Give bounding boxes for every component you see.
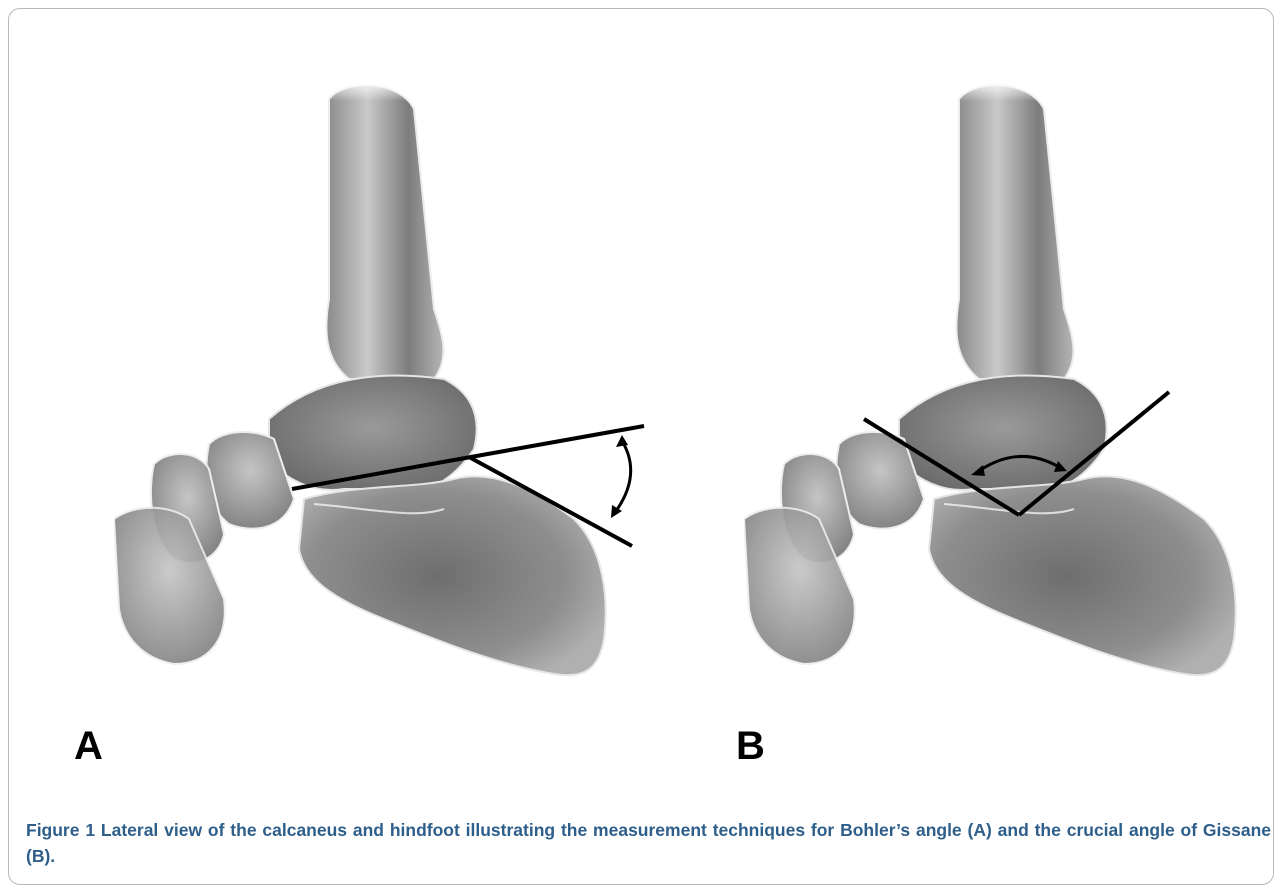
caption-text: Lateral view of the calcaneus and hindfo… <box>26 820 1271 866</box>
hindfoot-illustration-b <box>744 79 1274 779</box>
talus-shape <box>899 375 1107 491</box>
panel-label-a: A <box>74 726 103 766</box>
angle-arc-a <box>616 441 631 511</box>
panel-a-illustration <box>114 79 714 779</box>
hindfoot-illustration-a <box>114 79 714 779</box>
panel-label-b: B <box>736 726 765 766</box>
figure-number: Figure 1 <box>26 820 95 840</box>
figure-frame: A B Figure 1 Lateral view of the calcane… <box>8 8 1274 885</box>
panel-b-illustration <box>744 79 1274 779</box>
figure-caption: Figure 1 Lateral view of the calcaneus a… <box>26 817 1271 869</box>
